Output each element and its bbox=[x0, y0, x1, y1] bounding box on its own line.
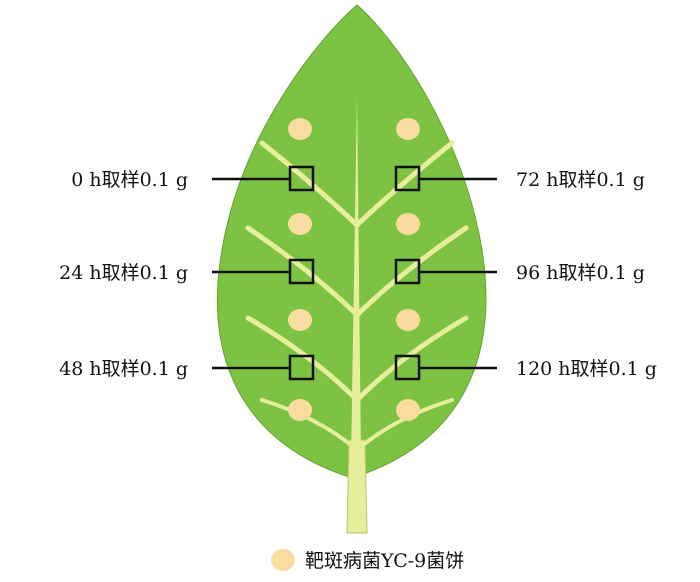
vein-left-3 bbox=[245, 315, 360, 403]
disc bbox=[288, 213, 312, 235]
disc bbox=[288, 309, 312, 331]
disc bbox=[288, 118, 312, 140]
vein-right-3 bbox=[354, 315, 469, 403]
disc bbox=[396, 309, 420, 331]
vein-right-4 bbox=[355, 398, 454, 452]
vein-right-1 bbox=[354, 140, 455, 228]
vein-left-4 bbox=[260, 398, 359, 452]
legend-label: 靶斑病菌YC-9菌饼 bbox=[305, 550, 464, 572]
label-48h: 48 h取样0.1 g bbox=[59, 358, 188, 380]
label-96h: 96 h取样0.1 g bbox=[516, 262, 645, 284]
disc bbox=[396, 399, 420, 421]
disc bbox=[288, 399, 312, 421]
leader-lines bbox=[212, 177, 497, 370]
vein-left-2 bbox=[245, 225, 360, 318]
leaf-midrib bbox=[351, 95, 361, 460]
legend-disc-icon bbox=[271, 549, 295, 571]
legend: 靶斑病菌YC-9菌饼 bbox=[271, 549, 464, 572]
disc bbox=[396, 213, 420, 235]
pathogen-discs bbox=[288, 118, 420, 421]
leaf-side-veins bbox=[245, 140, 469, 452]
vein-right-2 bbox=[354, 225, 469, 318]
disc bbox=[396, 118, 420, 140]
label-72h: 72 h取样0.1 g bbox=[516, 169, 645, 191]
label-24h: 24 h取样0.1 g bbox=[59, 262, 188, 284]
label-0h: 0 h取样0.1 g bbox=[71, 169, 188, 191]
label-120h: 120 h取样0.1 g bbox=[516, 358, 657, 380]
